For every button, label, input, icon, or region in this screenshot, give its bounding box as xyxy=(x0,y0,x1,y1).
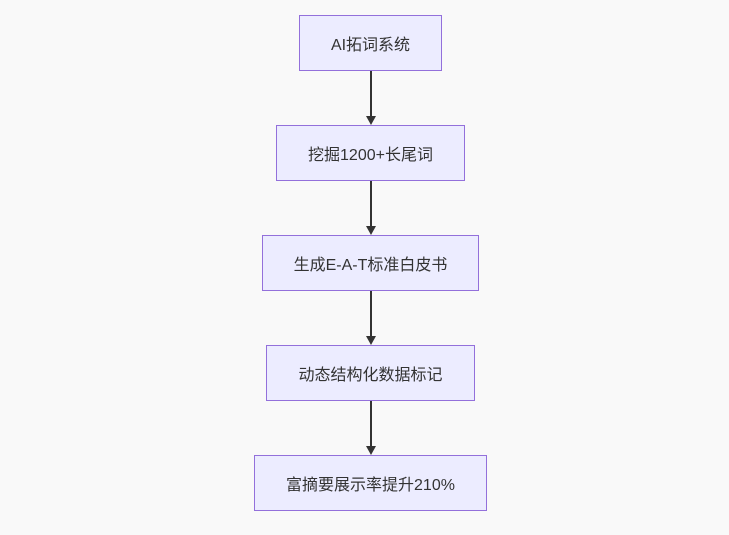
flow-node-rich-snippet-result: 富摘要展示率提升210% xyxy=(254,455,487,511)
flow-node-label: AI拓词系统 xyxy=(330,37,411,54)
flow-node-structured-data: 动态结构化数据标记 xyxy=(266,345,475,401)
edge-line xyxy=(369,401,372,446)
flowchart: AI拓词系统 挖掘1200+长尾词 生成E-A-T标准白皮书 动态结构化数据标记 xyxy=(254,15,487,511)
flow-node-label: 生成E-A-T标准白皮书 xyxy=(293,257,448,274)
edge-line xyxy=(369,71,372,116)
arrow-down-icon xyxy=(365,226,376,235)
arrow-down-icon xyxy=(365,446,376,455)
flow-node-label: 动态结构化数据标记 xyxy=(298,367,443,384)
flow-node-eat-whitepaper: 生成E-A-T标准白皮书 xyxy=(261,235,480,291)
flow-edge xyxy=(365,401,376,455)
edge-line xyxy=(369,291,372,336)
flow-node-ai-system: AI拓词系统 xyxy=(298,15,443,71)
flow-node-label: 挖掘1200+长尾词 xyxy=(308,147,433,164)
flow-node-longtail-words: 挖掘1200+长尾词 xyxy=(276,125,465,181)
flow-edge xyxy=(365,71,376,125)
flow-node-label: 富摘要展示率提升210% xyxy=(286,477,455,494)
arrow-down-icon xyxy=(365,336,376,345)
edge-line xyxy=(369,181,372,226)
flow-edge xyxy=(365,291,376,345)
flow-edge xyxy=(365,181,376,235)
arrow-down-icon xyxy=(365,116,376,125)
